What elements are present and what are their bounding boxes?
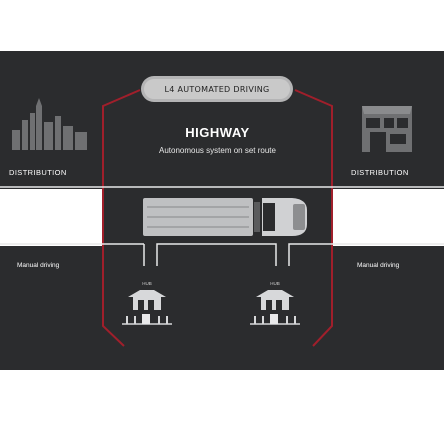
automation-level-badge: L4 AUTOMATED DRIVING [144,79,290,99]
red-frame [102,89,333,347]
highway-road [103,186,332,266]
warehouse-icon-left [122,290,172,325]
right-distribution-label: DISTRIBUTION [351,168,409,177]
highway-title: HIGHWAY [185,125,250,140]
city-skyline-icon [12,98,87,150]
left-distribution-label: DISTRIBUTION [9,168,67,177]
left-manual-driving-label: Manual driving [17,262,60,269]
highway-subtitle: Autonomous system on set route [159,146,276,155]
warehouse-icon-right [250,290,300,325]
side-road-lines [0,186,444,245]
right-manual-driving-label: Manual driving [357,262,400,269]
hub-label-left: HUB [142,281,152,286]
store-building-icon [362,106,412,152]
hub-label-right: HUB [270,281,280,286]
badge-label: L4 AUTOMATED DRIVING [164,84,270,94]
semi-truck-icon [143,198,307,236]
